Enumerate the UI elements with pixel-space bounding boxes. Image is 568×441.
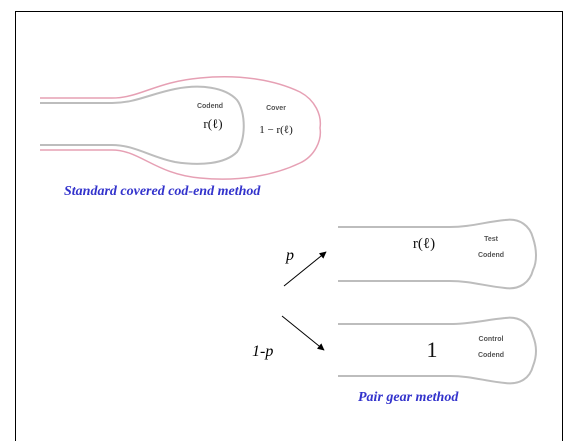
- control-label-line1: Control: [479, 336, 504, 343]
- test-codend-outline: [338, 218, 537, 290]
- p-arrow: [283, 251, 327, 287]
- test-retention: r(ℓ): [413, 236, 435, 252]
- one-minus-p-label: 1-p: [252, 343, 273, 360]
- control-retention: 1: [427, 337, 438, 362]
- p-label: p: [285, 247, 294, 264]
- cover-label: Cover: [266, 105, 286, 112]
- codend-retention: r(ℓ): [203, 116, 222, 131]
- test-codend-diagram: Test Codend r(ℓ): [338, 218, 537, 290]
- one-minus-p-arrow: [281, 315, 325, 351]
- pair-gear-method-caption: Pair gear method: [358, 390, 459, 405]
- cover-outline: [40, 76, 322, 180]
- codend-outline: [40, 85, 245, 165]
- figure-frame: [15, 11, 563, 441]
- test-label-line1: Test: [484, 236, 499, 243]
- codend-label: Codend: [197, 103, 223, 110]
- test-label-line2: Codend: [478, 252, 504, 259]
- diagram-canvas: Codend r(ℓ) Cover 1 − r(ℓ) Standard cove…: [40, 76, 537, 405]
- standard-covered-codend-diagram: Codend r(ℓ) Cover 1 − r(ℓ): [40, 76, 322, 180]
- standard-method-caption: Standard covered cod-end method: [64, 184, 261, 199]
- control-label-line2: Codend: [478, 352, 504, 359]
- control-codend-diagram: Control Codend 1: [338, 316, 537, 385]
- cover-retention: 1 − r(ℓ): [259, 124, 293, 136]
- control-codend-outline: [338, 316, 537, 385]
